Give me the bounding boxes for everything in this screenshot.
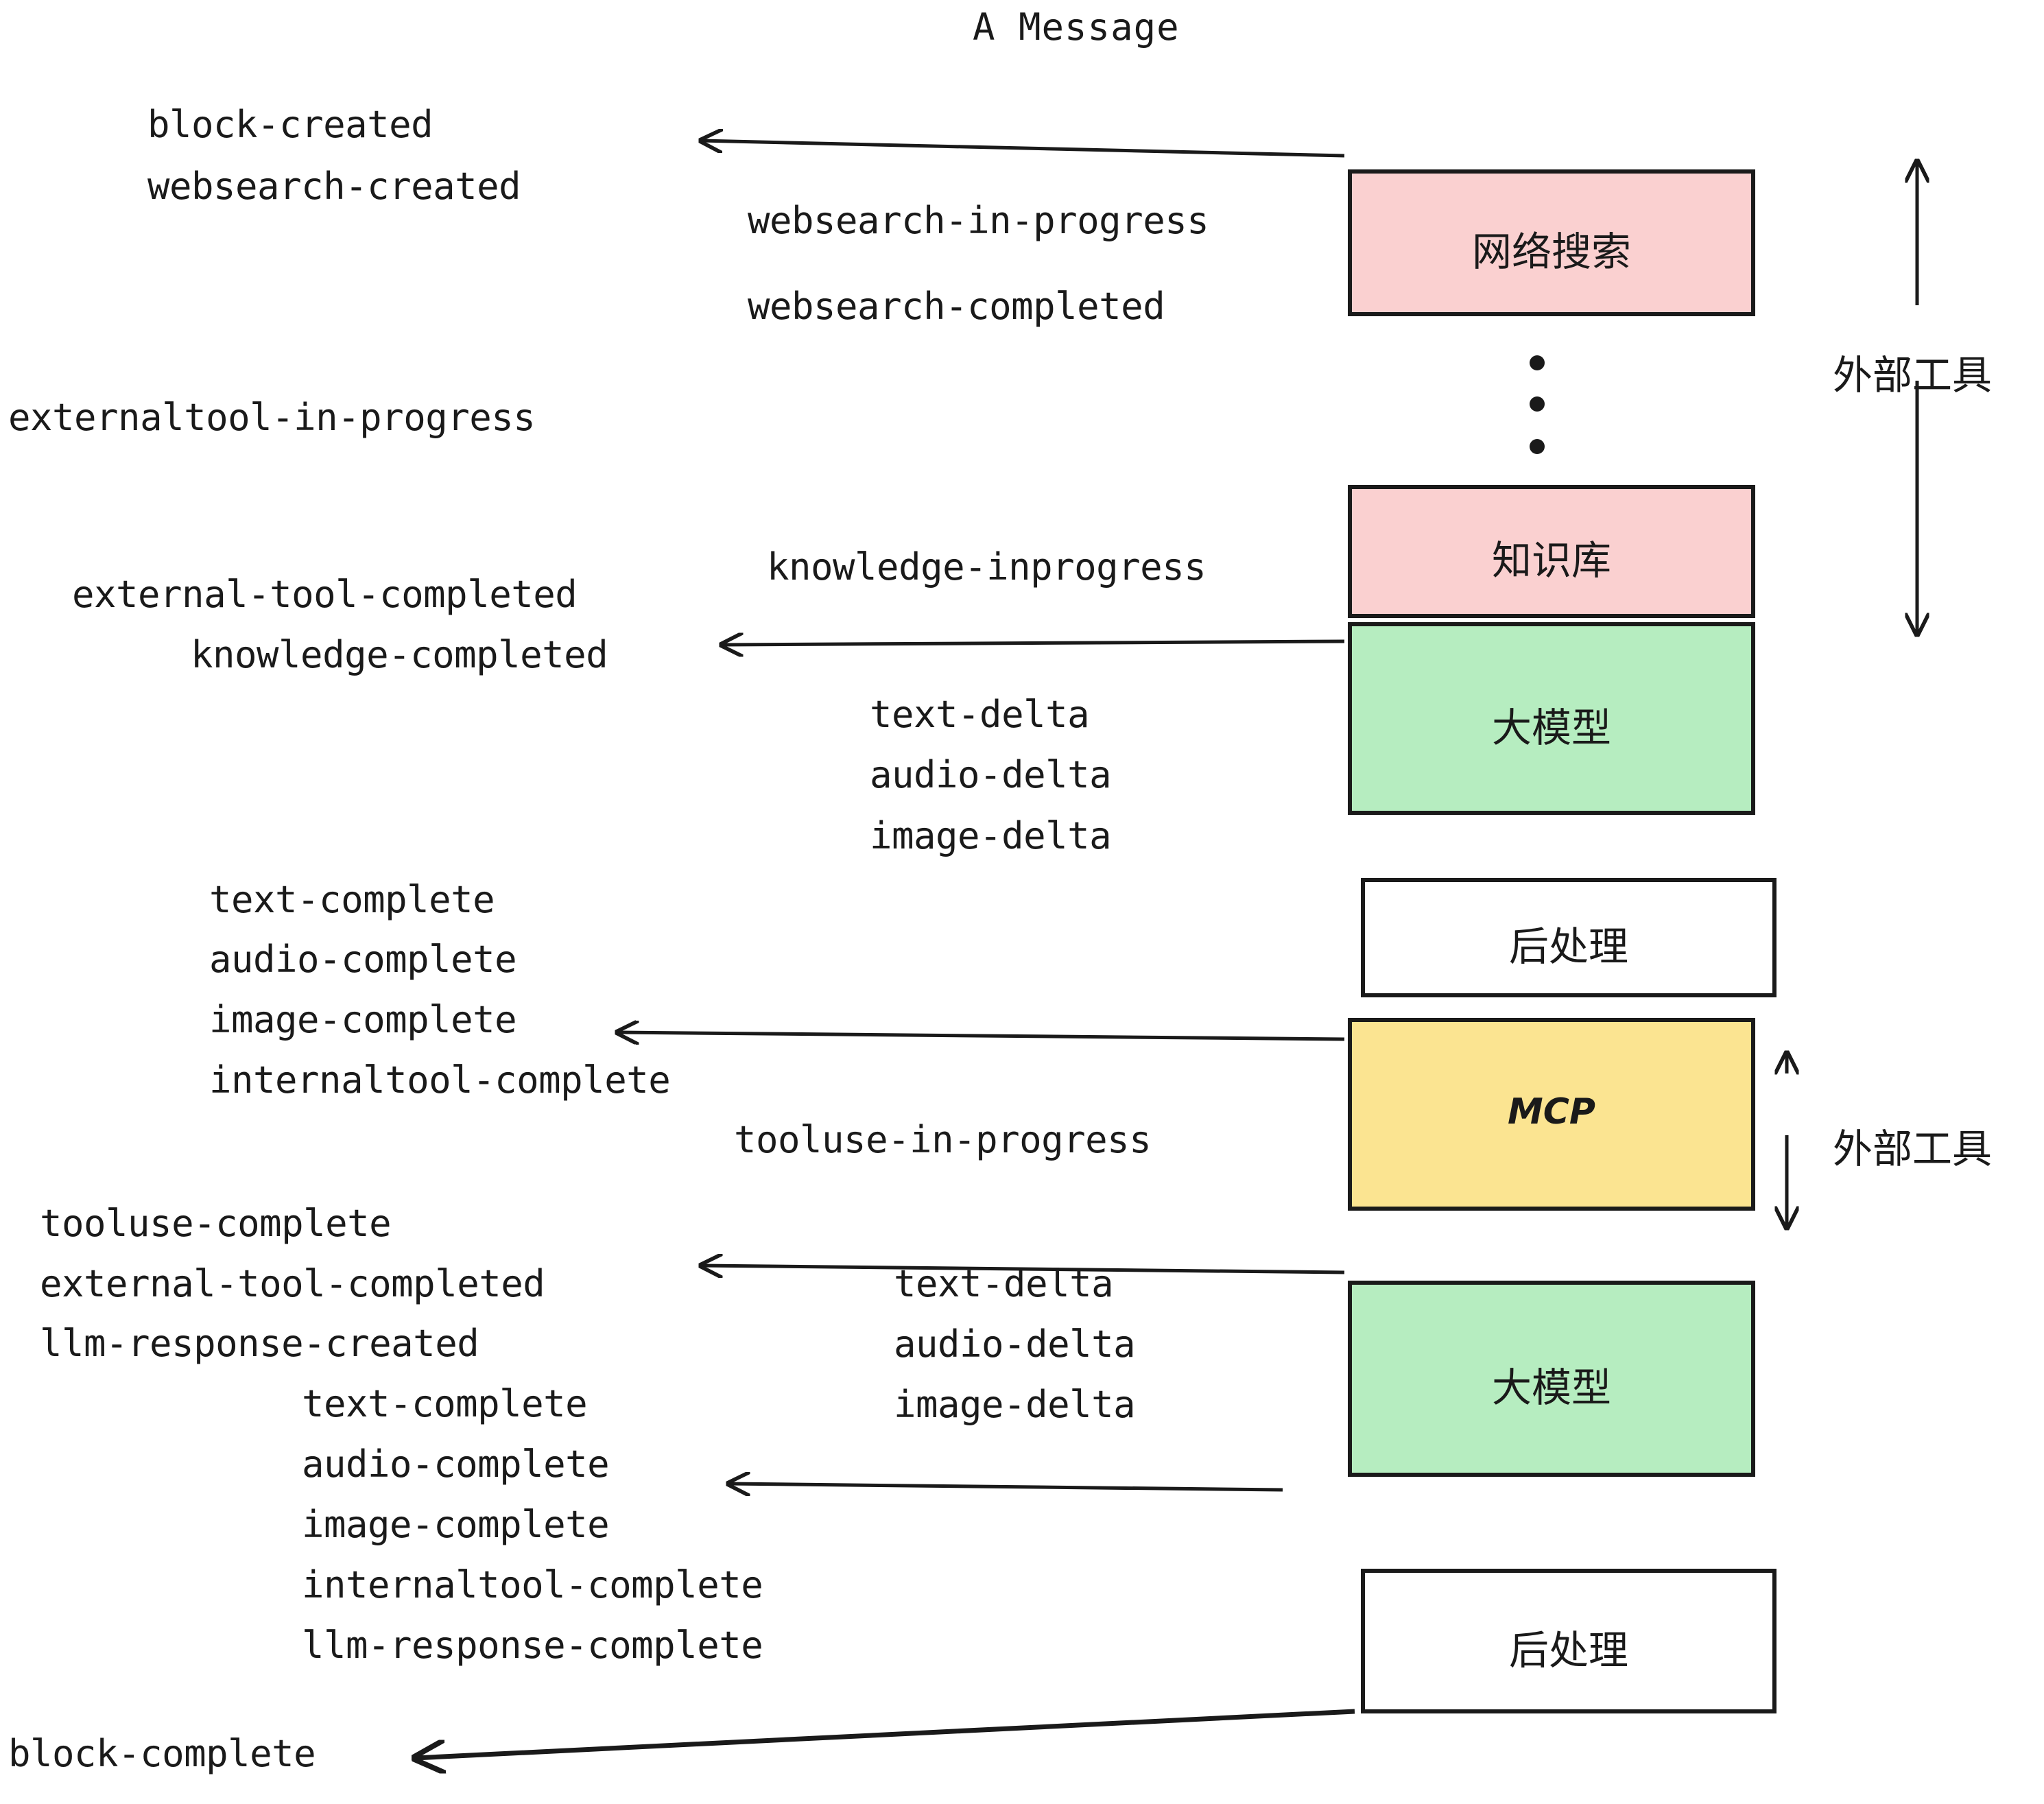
- event-label-websearch-created: websearch-created: [147, 165, 521, 208]
- arrow-block-complete: [415, 1709, 1355, 1758]
- ellipsis-dot-1: [1530, 355, 1545, 370]
- event-label-tooluse-in-progress: tooluse-in-progress: [734, 1118, 1152, 1161]
- side-label-external-tools-top: 外部工具: [1833, 352, 1993, 399]
- page-title: A Message: [973, 5, 1180, 49]
- ellipsis-dot-2: [1530, 396, 1545, 412]
- event-label-knowledge-completed: knowledge-completed: [191, 633, 608, 676]
- box-label-llm-2: 大模型: [1491, 1364, 1611, 1411]
- event-label-llm-response-complete: llm-response-complete: [302, 1624, 763, 1667]
- event-label-tooluse-complete: tooluse-complete: [40, 1202, 392, 1245]
- event-label-image-delta-2: image-delta: [894, 1383, 1136, 1426]
- ellipsis-dot-3: [1530, 439, 1545, 454]
- arrow-tooluse-complete: [701, 1266, 1345, 1272]
- box-label-websearch: 网络搜索: [1471, 228, 1631, 275]
- event-label-audio-complete-1: audio-complete: [209, 938, 517, 981]
- arrow-block-created: [701, 141, 1345, 158]
- box-mcp: [1348, 1018, 1755, 1211]
- event-label-audio-delta-2: audio-delta: [894, 1322, 1136, 1366]
- arrow-knowledge-completed: [722, 641, 1345, 645]
- event-label-audio-delta-1: audio-delta: [870, 753, 1112, 796]
- event-label-external-tool-completed: external-tool-completed: [72, 573, 578, 616]
- box-label-postprocess-1: 后处理: [1508, 923, 1628, 970]
- event-label-external-tool-completed-2: external-tool-completed: [40, 1262, 545, 1305]
- event-label-websearch-completed: websearch-completed: [748, 285, 1165, 328]
- box-label-llm-1: 大模型: [1491, 704, 1611, 751]
- box-knowledge: [1348, 485, 1755, 618]
- box-label-postprocess-2: 后处理: [1508, 1626, 1628, 1674]
- box-postprocess-1: [1361, 878, 1776, 997]
- event-label-text-complete-2: text-complete: [302, 1382, 588, 1425]
- event-label-externaltool-in-progress: externaltool-in-progress: [8, 396, 536, 439]
- event-label-text-complete-1: text-complete: [209, 878, 495, 921]
- event-label-image-complete-2: image-complete: [302, 1503, 610, 1546]
- box-llm-2: [1348, 1281, 1755, 1477]
- event-label-llm-response-created: llm-response-created: [40, 1322, 479, 1365]
- box-postprocess-2: [1361, 1569, 1776, 1713]
- event-label-text-delta-1: text-delta: [870, 693, 1090, 736]
- event-label-block-complete: block-complete: [8, 1732, 316, 1775]
- event-label-internaltool-complete-2: internaltool-complete: [302, 1563, 763, 1606]
- event-label-block-created: block-created: [147, 103, 433, 146]
- event-label-internaltool-complete-1: internaltool-complete: [209, 1058, 671, 1102]
- event-label-knowledge-inprogress: knowledge-inprogress: [767, 545, 1207, 589]
- arrow-audio-complete: [728, 1484, 1283, 1490]
- arrow-image-complete: [617, 1032, 1345, 1039]
- box-label-mcp: MCP: [1507, 1091, 1596, 1132]
- box-llm-1: [1348, 622, 1755, 815]
- event-label-image-delta-1: image-delta: [870, 814, 1112, 857]
- event-label-text-delta-2: text-delta: [894, 1262, 1114, 1305]
- event-label-image-complete-1: image-complete: [209, 998, 517, 1041]
- side-label-external-tools-bottom: 外部工具: [1833, 1126, 1993, 1172]
- box-websearch: [1348, 169, 1755, 316]
- event-label-websearch-in-progress: websearch-in-progress: [748, 199, 1209, 242]
- box-label-knowledge: 知识库: [1491, 537, 1611, 584]
- event-label-audio-complete-2: audio-complete: [302, 1443, 610, 1486]
